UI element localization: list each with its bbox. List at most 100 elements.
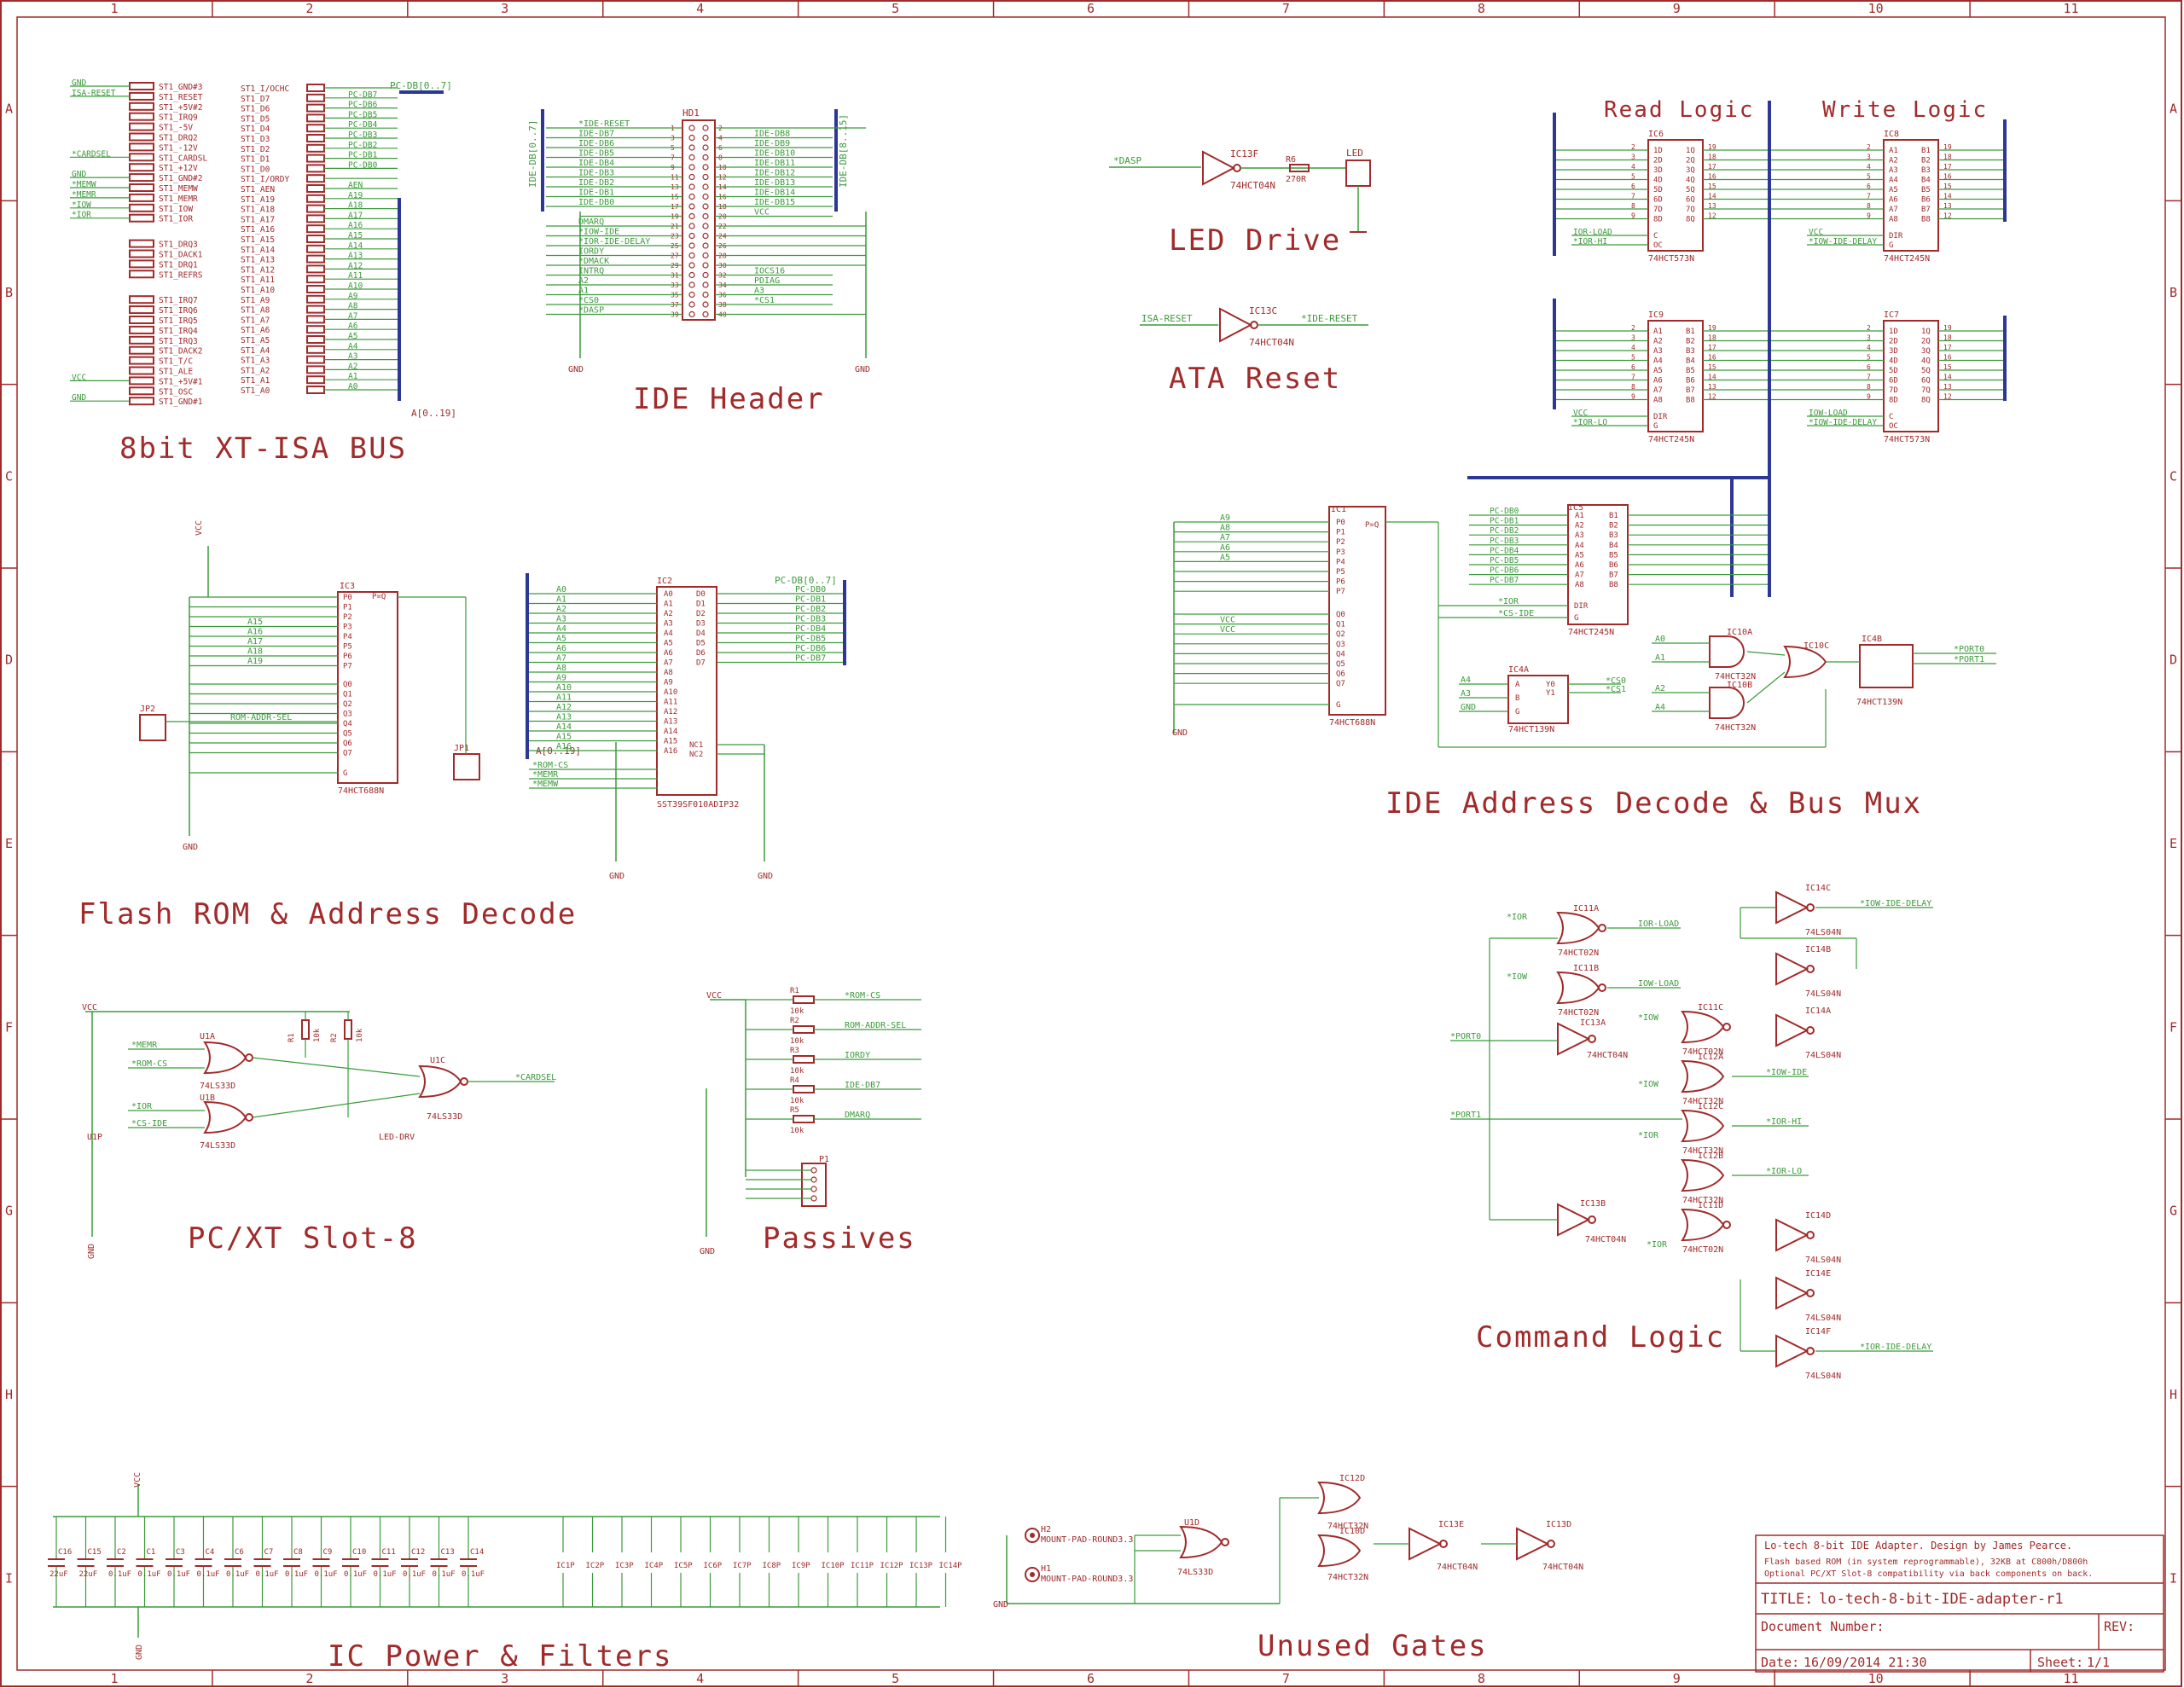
ic3-pin: P6 xyxy=(343,653,352,661)
ic2-a-net: A5 xyxy=(556,635,566,644)
isa-pin-left-name: ST1_IOR xyxy=(159,215,193,224)
ic12d-name: IC12D xyxy=(1339,1474,1365,1483)
ide-right-net: IDE-DB13 xyxy=(754,178,795,188)
ic13e-value: 74HCT04N xyxy=(1437,1563,1478,1572)
ic2-apin: A0 xyxy=(664,590,673,599)
ic7-name: IC7 xyxy=(1884,310,1899,320)
ic13a-inverter xyxy=(1557,1022,1591,1056)
isa-right-net: A4 xyxy=(348,342,358,351)
ic3-pin: Q2 xyxy=(343,700,352,709)
ide-left-net: DMARQ xyxy=(578,218,604,227)
ic11a-gate-bubble xyxy=(1598,924,1606,932)
ic2-a-net: A10 xyxy=(556,683,572,693)
ic3-peq: P=Q xyxy=(372,593,386,601)
ic6-lpin: 1D xyxy=(1653,147,1663,155)
ic6-cpin: C xyxy=(1653,232,1658,241)
passive-res-name: R5 xyxy=(790,1106,799,1115)
ic8-rnum: 15 xyxy=(1943,183,1952,190)
ic3-value: 74HCT688N xyxy=(338,786,384,796)
ic10-in-net: A0 xyxy=(1655,635,1665,644)
ic10a-value: 74HCT32N xyxy=(1715,672,1756,682)
isa-pin-left-name: ST1_GND#2 xyxy=(159,174,202,183)
isa-pin-right-name: ST1_D5 xyxy=(241,114,270,124)
u1a-gate xyxy=(203,1041,247,1075)
ide-right-net: A3 xyxy=(754,287,764,296)
cap-name: C11 xyxy=(382,1548,396,1557)
row-label-right: H xyxy=(2169,1387,2177,1402)
ide-left-net: *CS0 xyxy=(578,296,599,305)
u1b-value: 74LS33D xyxy=(200,1141,235,1151)
isa-addr-bus-label: A[0..19] xyxy=(411,408,456,419)
ic6-cpin: OC xyxy=(1653,241,1663,250)
ic-power-name: IC12P xyxy=(880,1562,904,1570)
row-label-left: B xyxy=(5,285,13,300)
isa-pin-right xyxy=(306,154,325,163)
isa-left-net: ISA-RESET xyxy=(72,89,116,98)
ic9-lnum: 2 xyxy=(1631,324,1635,332)
ic2-a-net: A1 xyxy=(556,595,566,605)
ide-pin-even xyxy=(702,154,709,161)
ic1-pin: P3 xyxy=(1336,548,1345,557)
ic14f-inverter xyxy=(1775,1334,1809,1368)
ic6-rnum: 17 xyxy=(1708,163,1716,171)
ic6-lnum: 2 xyxy=(1631,143,1635,151)
sheet-label: Sheet: xyxy=(2037,1655,2083,1670)
ic5-dir: DIR xyxy=(1574,602,1589,611)
ic2-c-net: *ROM-CS xyxy=(532,761,568,770)
section-ata-reset: ATA Reset xyxy=(1169,362,1342,396)
isa-left-net: GND xyxy=(72,170,86,179)
ic8-rnum: 12 xyxy=(1943,212,1952,220)
ic1-pin: P5 xyxy=(1336,568,1345,577)
ic2-c-net: *MEMR xyxy=(532,770,559,780)
ic8-rnum: 14 xyxy=(1943,193,1952,200)
r6-name: R6 xyxy=(1286,155,1296,165)
ic2-dpin: D3 xyxy=(696,620,706,629)
led-connector xyxy=(1345,160,1371,187)
title-desc-line3: Optional PC/XT Slot-8 compatibility via … xyxy=(1764,1569,2093,1579)
ide-pin-even xyxy=(702,301,709,308)
command-out-net: IOR-LOAD xyxy=(1638,919,1679,929)
flash-data-bus-label: PC-DB[0..7] xyxy=(775,575,837,586)
cap-value: 0.1uF xyxy=(197,1570,220,1579)
ic6-lpin: 2D xyxy=(1653,157,1663,165)
ic9-name: IC9 xyxy=(1648,310,1664,320)
isa-pin-left-name: ST1_-5V xyxy=(159,124,193,133)
col-label-bottom: 10 xyxy=(1868,1671,1884,1686)
unused-block: H2MOUNT-PAD-ROUND3.3H1MOUNT-PAD-ROUND3.3… xyxy=(993,1474,1583,1610)
col-label-top: 8 xyxy=(1478,1,1485,16)
isa-pin-right-name: ST1_A17 xyxy=(241,215,275,224)
ide-pin-odd xyxy=(688,281,695,288)
ic4a-value: 74HCT139N xyxy=(1508,725,1554,734)
row-label-right: I xyxy=(2169,1570,2177,1586)
isa-pin-left-name: ST1_IRQ6 xyxy=(159,306,198,316)
cap-name: C4 xyxy=(206,1548,215,1557)
ic8-cpin: DIR xyxy=(1889,232,1903,241)
cap-name: C12 xyxy=(411,1548,425,1557)
ic7-lpin: 6D xyxy=(1889,377,1898,386)
isa-right-net: A13 xyxy=(348,252,363,261)
p1-pin xyxy=(810,1195,817,1202)
ic1-in-net: A9 xyxy=(1220,513,1230,523)
ide-pin-odd xyxy=(688,144,695,151)
ic13d-value: 74HCT04N xyxy=(1542,1563,1583,1572)
row-label-left: I xyxy=(5,1570,13,1586)
col-label-bottom: 1 xyxy=(110,1671,118,1686)
ic14c-inverter-bubble xyxy=(1806,903,1815,912)
u1c-value: 74LS33D xyxy=(427,1112,462,1122)
ic7-lpin: 8D xyxy=(1889,397,1898,405)
ic2-apin: A11 xyxy=(664,699,677,707)
ic1-pin: Q4 xyxy=(1336,650,1345,658)
ide-pin-odd xyxy=(688,134,695,142)
isa-bus-block: ST1_GND#3GNDST1_RESETISA-RESETST1_+5V#2S… xyxy=(70,78,456,419)
ic7-cpin: C xyxy=(1889,413,1893,421)
isa-right-net: PC-DB0 xyxy=(348,160,378,170)
ide-pin-even xyxy=(702,144,709,151)
power-vcc: VCC xyxy=(133,1472,142,1488)
ic9-rpin: B1 xyxy=(1686,328,1695,336)
ic12b-name: IC12B xyxy=(1698,1151,1723,1161)
ic13b-inverter xyxy=(1557,1203,1591,1237)
ic7-lnum: 4 xyxy=(1867,344,1871,351)
ic3-pin: Q6 xyxy=(343,740,352,748)
ic5-a-net: PC-DB3 xyxy=(1490,537,1519,546)
